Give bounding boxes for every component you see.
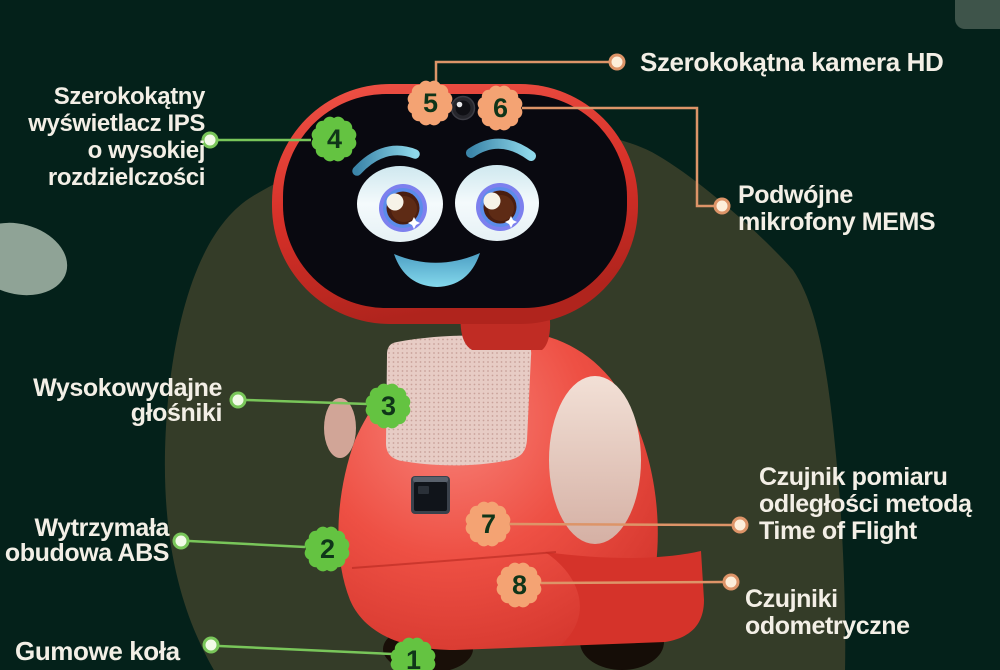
robot-face [352,138,539,287]
badge-number: 8 [511,569,527,600]
label-line: o wysokiej [87,137,206,164]
left-ear [324,398,356,458]
miko-robot-illustration [272,84,704,670]
label-line: Time of Flight [759,517,917,545]
orange-dots [608,53,749,591]
badge-mics: 6 [475,83,525,133]
label-line: odometryczne [745,612,910,640]
left-eyebrow [352,145,420,176]
right-eye [455,165,539,241]
label-odometry: Czujniki odometryczne [745,586,910,640]
label-line: Wytrzymała [34,514,170,542]
orange-connectors [434,60,733,585]
label-speakers: Wysokowydajne głośniki [33,376,222,426]
badge-case: 2 [302,524,352,574]
label-line: Wysokowydajne [33,374,222,402]
decor-corner-rect [955,0,1000,29]
smile [394,253,480,287]
callout-lines [172,53,749,656]
badge-number: 4 [326,123,342,154]
rosette-icon [407,80,453,126]
badge-number: 6 [492,92,508,123]
green-dots [172,131,247,654]
badge-tof: 7 [463,499,513,549]
badge-camera: 5 [405,78,455,128]
label-camera: Szerokokątna kamera HD [640,47,944,77]
rosette-icon [477,85,523,131]
rosette-icon [311,116,357,162]
left-eye [357,166,443,242]
rosette-icon [465,501,511,547]
robot-base [545,551,704,646]
right-eyebrow [466,138,536,161]
label-line: Czujniki [745,585,838,613]
rosette-icon [390,637,436,670]
badge-number: 7 [480,508,496,539]
badge-odometry: 8 [494,560,544,610]
speaker-mesh [386,335,532,466]
label-line: odległości metodą [759,490,972,518]
tof-sensor [411,476,450,514]
rosette-icon [496,562,542,608]
badge-wheels: 1 [388,635,438,670]
badge-number: 1 [405,644,421,670]
label-tof: Czujnik pomiaru odległości metodą Time o… [759,464,972,545]
label-wheels: Gumowe koła [15,636,180,666]
rosette-icon [304,526,350,572]
label-line: obudowa ABS [4,539,170,567]
badge-display: 4 [309,114,359,164]
label-line: mikrofony MEMS [738,208,936,236]
badge-number: 5 [422,87,438,118]
badge-number: 2 [319,533,335,564]
label-line: Podwójne [738,181,853,209]
right-ear [549,376,641,544]
body-seam [351,551,557,569]
label-line: wyświetlacz IPS [28,110,205,137]
label-line: rozdzielczości [47,164,206,191]
label-line: Szerokokątny [53,83,206,110]
rosette-icon [365,383,411,429]
badge-number: 3 [380,390,396,421]
green-connectors [188,138,393,656]
badge-speakers: 3 [363,381,413,431]
label-mics: Podwójne mikrofony MEMS [738,181,936,236]
label-line: głośniki [130,399,223,427]
label-line: Czujnik pomiaru [759,463,948,491]
label-display: Szerokokątny wyświetlacz IPS o wysokiej … [28,83,205,191]
face-screen [283,94,627,308]
label-case: Wytrzymała obudowa ABS [4,514,170,567]
